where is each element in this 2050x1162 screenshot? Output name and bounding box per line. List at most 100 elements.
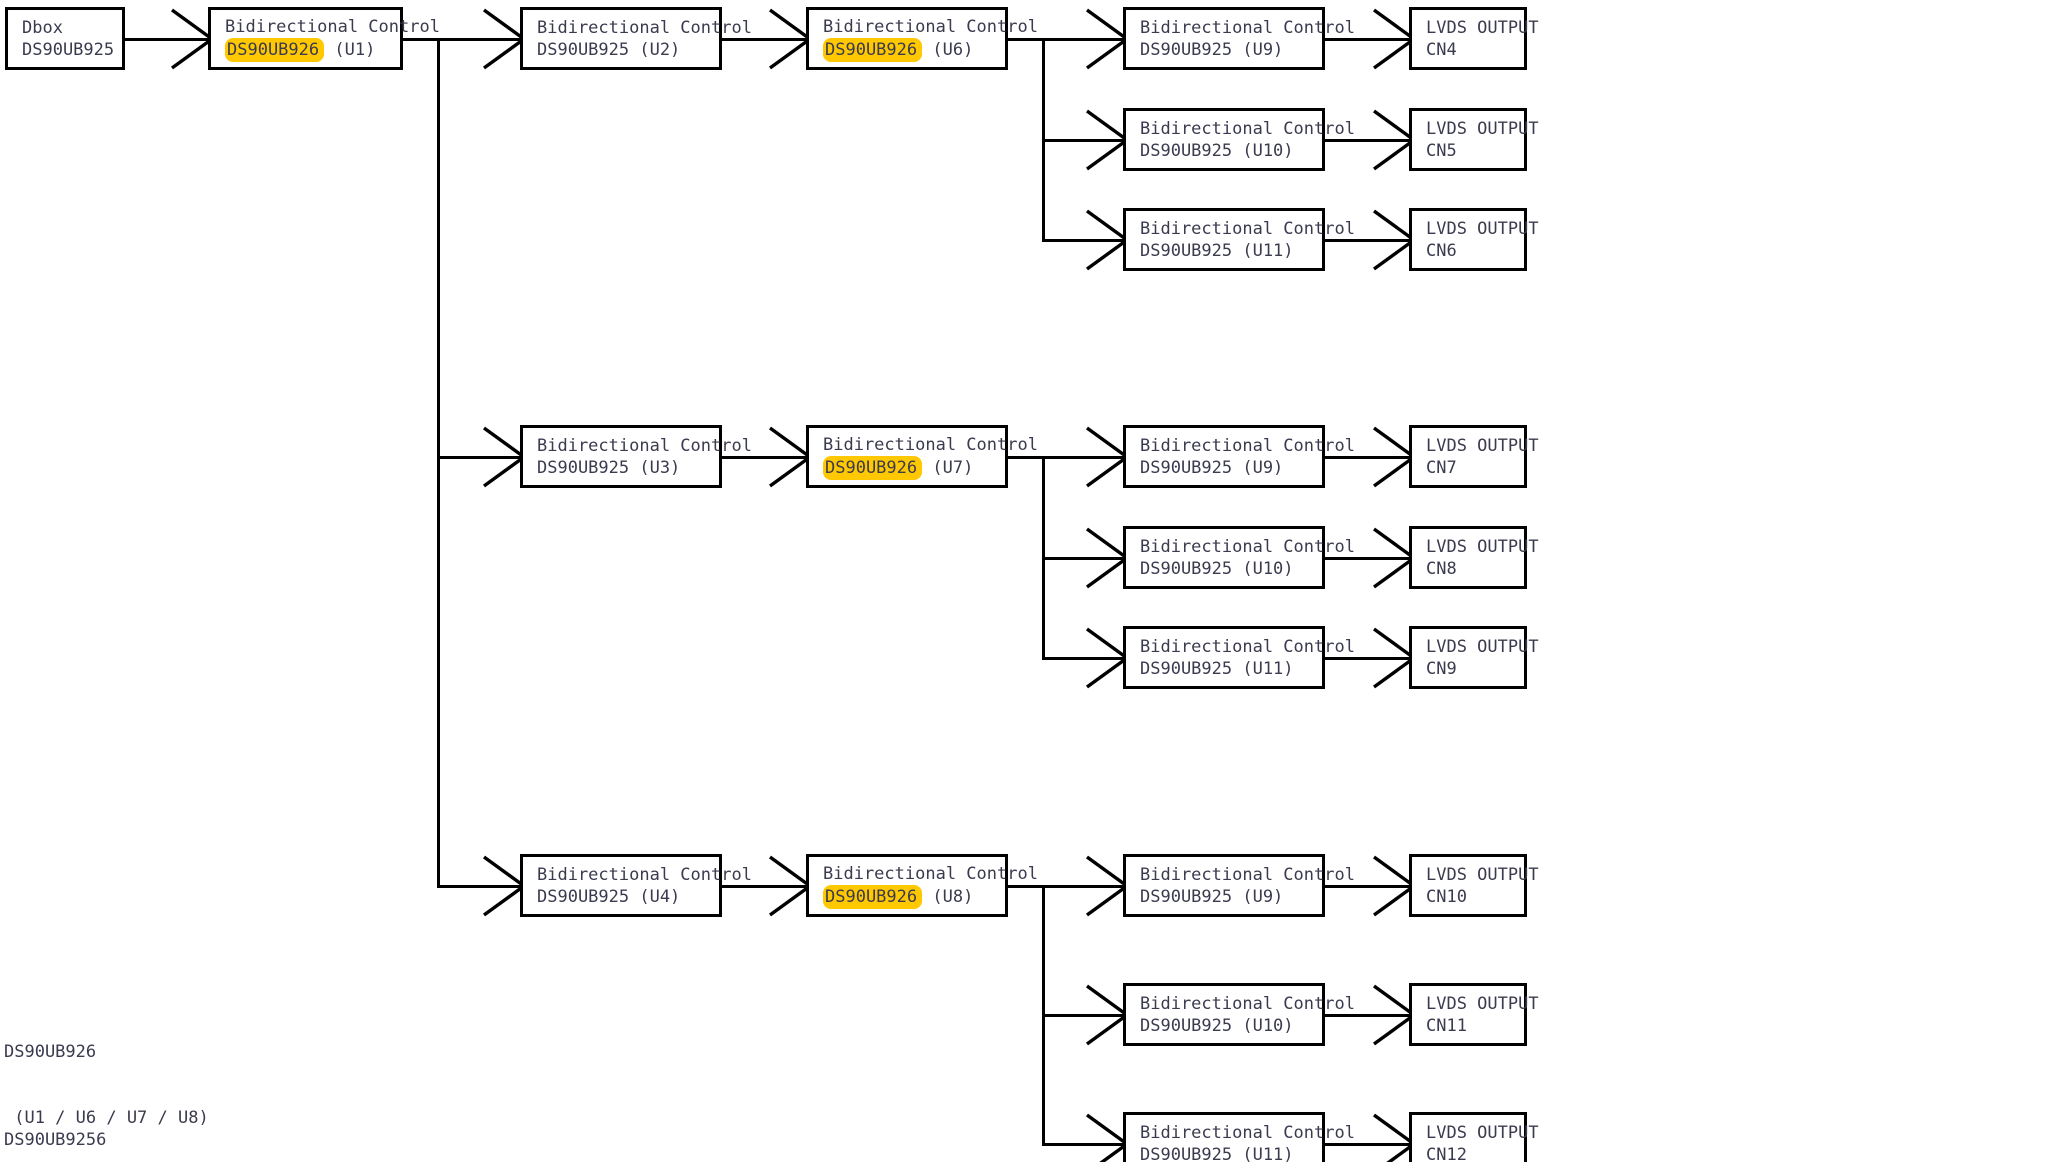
block-u6-ref: (U6) xyxy=(922,39,974,60)
block-u7[interactable]: Bidirectional Control DS90UB926 (U7) xyxy=(806,425,1038,488)
block-dbox-line1: Dbox xyxy=(22,17,63,38)
block-cn8[interactable]: LVDS OUTPUT CN8 xyxy=(1409,526,1539,589)
block-cn12-line2: CN12 xyxy=(1426,1144,1467,1162)
block-u10-g1-line1: Bidirectional Control xyxy=(1140,118,1355,139)
block-cn8-line1: LVDS OUTPUT xyxy=(1426,536,1539,557)
note-ds90ub926-line2: (U1 / U6 / U7 / U8) xyxy=(4,1108,209,1128)
block-u2-line1: Bidirectional Control xyxy=(537,17,752,38)
arrowhead-into-u8 xyxy=(768,855,812,917)
block-u10-g1[interactable]: Bidirectional Control DS90UB925 (U10) xyxy=(1123,108,1355,171)
arrowhead-into-cn9 xyxy=(1372,627,1416,689)
block-u1[interactable]: Bidirectional Control DS90UB926 (U1) xyxy=(208,7,440,70)
wire-u4-to-u8 xyxy=(720,885,812,888)
block-u10-g3-line2: DS90UB925 (U10) xyxy=(1140,1015,1294,1036)
block-cn10-line2: CN10 xyxy=(1426,886,1467,907)
arrowhead-into-u11-g2 xyxy=(1085,627,1129,689)
block-u7-ref: (U7) xyxy=(922,457,974,478)
block-cn4-line1: LVDS OUTPUT xyxy=(1426,17,1539,38)
block-u3[interactable]: Bidirectional Control DS90UB925 (U3) xyxy=(520,425,752,488)
block-u9-g2[interactable]: Bidirectional Control DS90UB925 (U9) xyxy=(1123,425,1355,488)
block-cn10-line1: LVDS OUTPUT xyxy=(1426,864,1539,885)
wire-trunk-to-u2 xyxy=(437,38,525,41)
wire-trunk-to-u4 xyxy=(437,885,525,888)
block-u7-line2: DS90UB926 (U7) xyxy=(823,455,1005,480)
arrowhead-into-u9-g1 xyxy=(1085,8,1129,70)
arrowhead-into-cn5 xyxy=(1372,109,1416,171)
block-u7-line1: Bidirectional Control xyxy=(823,434,1038,455)
block-cn12-line1: LVDS OUTPUT xyxy=(1426,1122,1539,1143)
block-cn7-line2: CN7 xyxy=(1426,457,1457,478)
block-dbox[interactable]: Dbox DS90UB925 xyxy=(5,7,125,70)
block-u2-line2: DS90UB925 (U2) xyxy=(537,39,681,60)
block-u11-g1[interactable]: Bidirectional Control DS90UB925 (U11) xyxy=(1123,208,1355,271)
block-cn12[interactable]: LVDS OUTPUT CN12 xyxy=(1409,1112,1539,1162)
wire-u10-to-cn11 xyxy=(1323,1014,1413,1017)
block-u4-line2: DS90UB925 (U4) xyxy=(537,886,681,907)
arrowhead-into-u6 xyxy=(768,8,812,70)
block-cn10[interactable]: LVDS OUTPUT CN10 xyxy=(1409,854,1539,917)
block-u4[interactable]: Bidirectional Control DS90UB925 (U4) xyxy=(520,854,752,917)
block-u2[interactable]: Bidirectional Control DS90UB925 (U2) xyxy=(520,7,752,70)
wire-u3-to-u7 xyxy=(720,456,812,459)
block-u8[interactable]: Bidirectional Control DS90UB926 (U8) xyxy=(806,854,1038,917)
block-cn11-line1: LVDS OUTPUT xyxy=(1426,993,1539,1014)
arrowhead-into-u9-g3 xyxy=(1085,855,1129,917)
block-u9-g3[interactable]: Bidirectional Control DS90UB925 (U9) xyxy=(1123,854,1355,917)
block-cn11[interactable]: LVDS OUTPUT CN11 xyxy=(1409,983,1539,1046)
wire-u6-branch-1 xyxy=(1042,38,1129,41)
block-dbox-line2: DS90UB925 xyxy=(22,39,115,60)
wire-u7-branch-2 xyxy=(1042,557,1129,560)
block-u11-g2-line2: DS90UB925 (U11) xyxy=(1140,658,1294,679)
block-cn9-line1: LVDS OUTPUT xyxy=(1426,636,1539,657)
wire-u8-branch-1 xyxy=(1042,885,1129,888)
block-u1-chip-highlight: DS90UB926 xyxy=(225,37,325,62)
block-cn6-line1: LVDS OUTPUT xyxy=(1426,218,1539,239)
block-cn5[interactable]: LVDS OUTPUT CN5 xyxy=(1409,108,1539,171)
arrowhead-into-u10-g2 xyxy=(1085,527,1129,589)
wire-u7-branch-3 xyxy=(1042,657,1129,660)
block-u11-g2-line1: Bidirectional Control xyxy=(1140,636,1355,657)
block-u11-g3[interactable]: Bidirectional Control DS90UB925 (U11) xyxy=(1123,1112,1355,1162)
block-cn4[interactable]: LVDS OUTPUT CN4 xyxy=(1409,7,1539,70)
wire-u6-stub xyxy=(1006,38,1061,41)
wire-u10-to-cn8 xyxy=(1323,557,1413,560)
block-u8-line1: Bidirectional Control xyxy=(823,863,1038,884)
arrowhead-into-cn4 xyxy=(1372,8,1416,70)
block-u10-g2-line1: Bidirectional Control xyxy=(1140,536,1355,557)
block-u8-ref: (U8) xyxy=(922,886,974,907)
wire-u11-to-cn6 xyxy=(1323,239,1413,242)
block-cn9-line2: CN9 xyxy=(1426,658,1457,679)
block-u11-g3-line2: DS90UB925 (U11) xyxy=(1140,1144,1294,1162)
block-u10-g1-line2: DS90UB925 (U10) xyxy=(1140,140,1294,161)
block-u9-g2-line2: DS90UB925 (U9) xyxy=(1140,457,1284,478)
block-u9-g3-line1: Bidirectional Control xyxy=(1140,864,1355,885)
block-u11-g3-line1: Bidirectional Control xyxy=(1140,1122,1355,1143)
block-cn9[interactable]: LVDS OUTPUT CN9 xyxy=(1409,626,1539,689)
block-cn7[interactable]: LVDS OUTPUT CN7 xyxy=(1409,425,1539,488)
block-u6[interactable]: Bidirectional Control DS90UB926 (U6) xyxy=(806,7,1038,70)
block-cn5-line2: CN5 xyxy=(1426,140,1457,161)
block-u11-g2[interactable]: Bidirectional Control DS90UB925 (U11) xyxy=(1123,626,1355,689)
arrowhead-into-u10-g3 xyxy=(1085,984,1129,1046)
block-u10-g2[interactable]: Bidirectional Control DS90UB925 (U10) xyxy=(1123,526,1355,589)
arrowhead-into-u1 xyxy=(170,8,214,70)
block-u3-line2: DS90UB925 (U3) xyxy=(537,457,681,478)
block-cn5-line1: LVDS OUTPUT xyxy=(1426,118,1539,139)
block-u9-g2-line1: Bidirectional Control xyxy=(1140,435,1355,456)
wire-u11-to-cn12 xyxy=(1323,1143,1413,1146)
block-cn7-line1: LVDS OUTPUT xyxy=(1426,435,1539,456)
block-u8-chip-highlight: DS90UB926 xyxy=(823,884,923,909)
block-u10-g3-line1: Bidirectional Control xyxy=(1140,993,1355,1014)
block-cn11-line2: CN11 xyxy=(1426,1015,1467,1036)
block-u9-g1[interactable]: Bidirectional Control DS90UB925 (U9) xyxy=(1123,7,1355,70)
arrowhead-into-u11-g1 xyxy=(1085,209,1129,271)
wire-u9-to-cn10 xyxy=(1323,885,1413,888)
block-u9-g1-line1: Bidirectional Control xyxy=(1140,17,1355,38)
note-ds90ub9256-line1: DS90UB9256 xyxy=(4,1130,107,1150)
block-cn6[interactable]: LVDS OUTPUT CN6 xyxy=(1409,208,1539,271)
block-u1-ref: (U1) xyxy=(324,39,376,60)
wire-u8-branch-3 xyxy=(1042,1143,1129,1146)
arrowhead-into-u3 xyxy=(482,426,526,488)
block-u6-chip-highlight: DS90UB926 xyxy=(823,37,923,62)
block-u10-g3[interactable]: Bidirectional Control DS90UB925 (U10) xyxy=(1123,983,1355,1046)
